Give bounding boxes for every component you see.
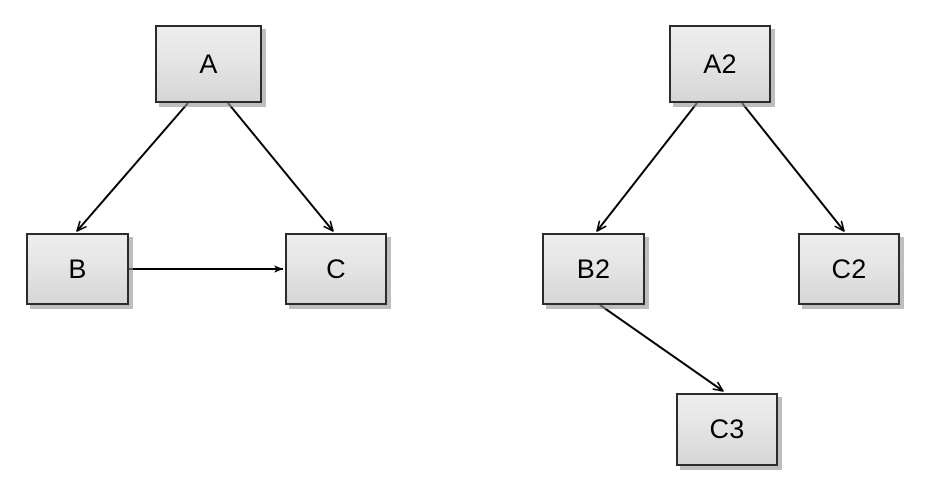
node-label: B: [68, 253, 87, 284]
edge-a-to-c: [227, 102, 334, 232]
node-c2[interactable]: C2: [798, 233, 900, 305]
edges-group: [76, 102, 845, 392]
node-label: B2: [576, 253, 611, 284]
node-b2[interactable]: B2: [542, 233, 645, 305]
node-label: C3: [709, 414, 745, 444]
node-a[interactable]: A: [155, 25, 262, 103]
node-label: A: [199, 48, 218, 79]
node-label: C: [326, 253, 346, 284]
node-c[interactable]: C: [285, 233, 387, 305]
node-label: A2: [703, 48, 737, 79]
edge-a2-to-b2: [596, 102, 698, 232]
node-b[interactable]: B: [26, 233, 129, 305]
edge-a2-to-c2: [741, 102, 845, 232]
node-label: C2: [831, 253, 867, 284]
node-c3[interactable]: C3: [676, 393, 778, 466]
edge-a-to-b: [76, 102, 189, 232]
edge-b2-to-c3: [599, 304, 724, 392]
node-a2[interactable]: A2: [669, 25, 771, 103]
